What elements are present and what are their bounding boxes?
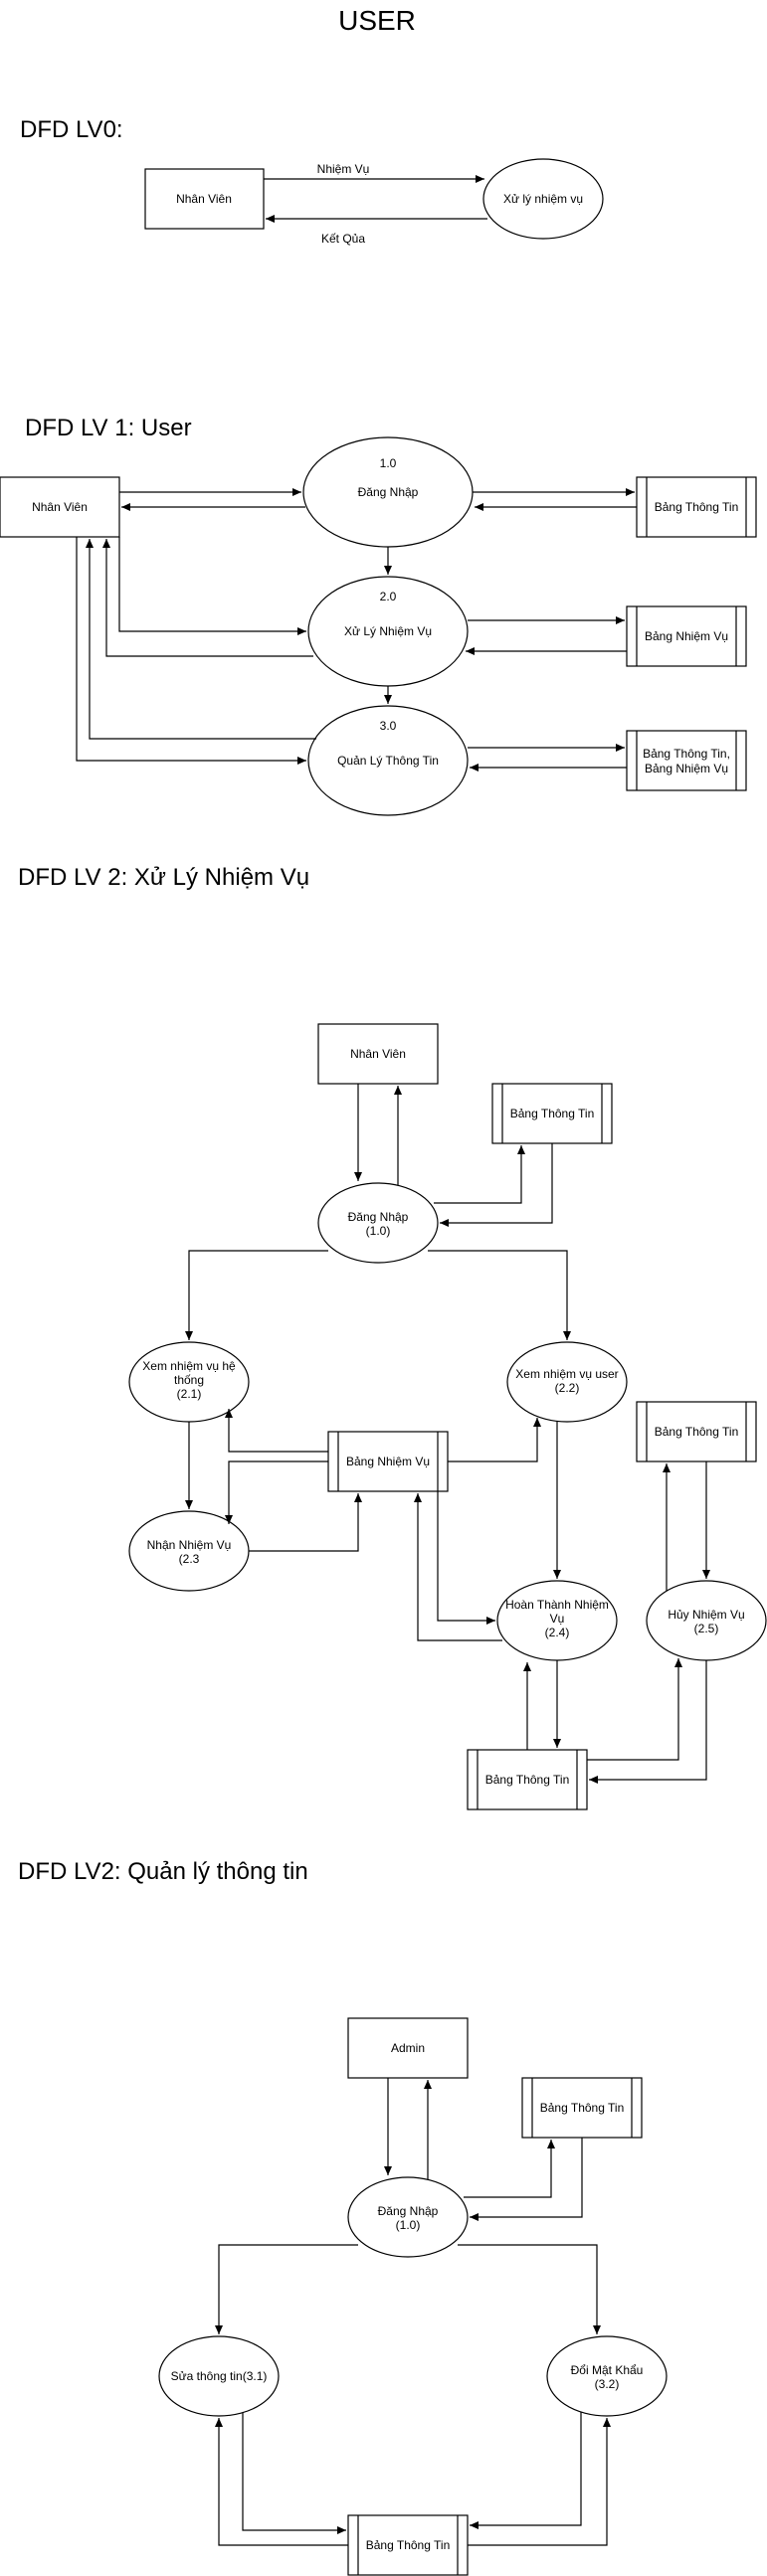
lv2a-p22-label-2: (2.2) [555, 1381, 580, 1395]
lv2a-flow-store-p23-b [225, 1460, 328, 1524]
lv2b-p31-label: Sửa thông tin(3.1) [171, 2369, 268, 2383]
lv2-info-diagram: Admin Bảng Thông Tin Đăng Nhập (1.0) Sửa… [158, 2017, 668, 2576]
lv0-flow-result-label: Kết Qủa [321, 232, 365, 246]
lv2b-flow-login-p32 [458, 2244, 601, 2334]
lv2b-flow-login-p31 [215, 2244, 358, 2334]
lv0-entity-box[interactable] [144, 168, 265, 230]
lv0-flow-task-label: Nhiệm Vụ [317, 162, 370, 176]
lv2b-p32-label-2: (3.2) [595, 2377, 620, 2391]
lv1-entity-box[interactable] [0, 476, 120, 538]
lv2a-store-tasks-label: Bảng Nhiệm Vụ [346, 1455, 430, 1468]
lv2b-process-login[interactable] [347, 2176, 469, 2258]
lv1-flow-info-entity [86, 539, 316, 740]
lv2b-entity-label: Admin [391, 2041, 425, 2055]
lv2a-login-label-2: (1.0) [366, 1224, 391, 1238]
lv1-process-info-name: Quản Lý Thông Tin [337, 754, 439, 768]
lv2a-flow-login-p22 [428, 1250, 571, 1340]
lv2b-process-edit-info[interactable] [158, 2335, 280, 2417]
lv1-flow-tasks-entity [102, 539, 313, 657]
lv2a-p21-label-3: (2.1) [177, 1387, 202, 1401]
lv1-store-both-label-1: Bảng Thông Tin, [643, 747, 730, 761]
lv2a-p23-label-1: Nhận Nhiệm Vụ [147, 1538, 232, 1552]
lv2b-flow-p32-store [470, 2412, 582, 2529]
lv0-process-label: Xử lý nhiệm vụ [503, 192, 583, 206]
lv2-tasks-diagram: Nhân Viên Bảng Thông Tin Đăng Nhập (1.0)… [128, 1023, 767, 1810]
lv2a-entity-label: Nhân Viên [350, 1047, 406, 1061]
lv2a-login-label-1: Đăng Nhập [348, 1210, 409, 1224]
lv2a-store-right[interactable] [636, 1401, 757, 1462]
lv1-entity-label: Nhân Viên [32, 500, 88, 514]
lv2b-store-top[interactable] [521, 2077, 643, 2139]
lv2a-flow-store-p21-a [225, 1409, 328, 1453]
lv2b-process-change-password[interactable] [546, 2335, 668, 2417]
lv1-diagram: Nhân Viên 1.0 Đăng Nhập 2.0 Xử Lý Nhiệm … [0, 436, 757, 816]
lv1-process-tasks-num: 2.0 [380, 590, 397, 603]
lv2b-flow-store-p32 [468, 2418, 611, 2546]
lv2a-flow-p23-store [249, 1493, 362, 1552]
lv2b-flow-p31-store [242, 2413, 346, 2534]
lv1-store-tasks-label: Bảng Nhiệm Vụ [645, 629, 728, 643]
lv1-store-both-label-2: Bảng Nhiệm Vụ [645, 762, 728, 775]
lv2a-p24-label-3: (2.4) [545, 1626, 570, 1639]
lv1-process-info-num: 3.0 [380, 719, 397, 733]
lv2b-flow-store-login [470, 2138, 583, 2221]
lv1-process-login-num: 1.0 [380, 456, 397, 470]
page-title: USER [338, 5, 416, 36]
lv2a-flow-p25-storebottom [589, 1660, 707, 1784]
lv2a-process-login[interactable] [317, 1182, 439, 1264]
lv2a-flow-storebottom-p25 [587, 1658, 682, 1761]
lv2a-p21-label-1: Xem nhiệm vụ hệ [142, 1359, 236, 1373]
lv0-process-ellipse[interactable] [482, 158, 604, 240]
lv2a-process-view-user[interactable] [506, 1341, 628, 1423]
lv2a-store-top[interactable] [491, 1083, 613, 1144]
lv1-flow-entity-info [76, 537, 306, 765]
lv2a-store-right-label: Bảng Thông Tin [655, 1425, 739, 1439]
lv2a-p22-label-1: Xem nhiệm vụ user [515, 1367, 618, 1381]
lv2a-flow-p24-store [414, 1493, 502, 1641]
lv2b-flow-store-p31 [215, 2418, 348, 2546]
lv1-process-info[interactable] [307, 705, 469, 816]
lv2a-flow-login-p21 [185, 1250, 328, 1340]
lv1-flow-entity-tasks [118, 537, 306, 635]
lv2a-p24-label-1: Hoàn Thành Nhiệm [505, 1598, 609, 1612]
lv2a-flow-store-p22 [448, 1418, 541, 1462]
lv1-store-info-label: Bảng Thông Tin [655, 500, 739, 514]
lv2a-p24-label-2: Vụ [550, 1612, 565, 1626]
lv2a-entity-box[interactable] [317, 1023, 439, 1085]
lv2b-store-bottom-label: Bảng Thông Tin [366, 2538, 451, 2552]
lv2a-p25-label-2: (2.5) [694, 1622, 719, 1635]
lv2b-flow-login-store [464, 2140, 555, 2198]
section-title-lv0: DFD LV0: [20, 116, 123, 143]
lv2a-store-bottom[interactable] [467, 1749, 588, 1810]
lv0-diagram: Nhân Viên Xử lý nhiệm vụ Nhiệm Vụ Kết Qủ… [144, 158, 604, 246]
lv2a-store-bottom-label: Bảng Thông Tin [485, 1773, 570, 1787]
lv1-process-tasks-name: Xử Lý Nhiệm Vụ [344, 624, 432, 638]
lv2a-p21-label-2: thống [174, 1373, 204, 1387]
lv2b-entity-box[interactable] [347, 2017, 469, 2079]
lv2a-flow-store-login [440, 1143, 553, 1227]
lv0-entity-label: Nhân Viên [176, 192, 232, 206]
lv1-process-login-name: Đăng Nhập [358, 485, 419, 499]
lv2a-store-top-label: Bảng Thông Tin [510, 1107, 595, 1120]
section-title-lv2-tasks: DFD LV 2: Xử Lý Nhiệm Vụ [18, 864, 309, 891]
lv1-store-both[interactable] [626, 730, 747, 791]
lv2b-login-label-1: Đăng Nhập [378, 2204, 439, 2218]
lv2b-store-top-label: Bảng Thông Tin [540, 2101, 625, 2115]
lv2a-p23-label-2: (2.3 [179, 1552, 200, 1566]
lv2a-flow-login-store [434, 1145, 525, 1204]
lv1-store-tasks[interactable] [626, 605, 747, 667]
lv2b-p32-label-1: Đổi Mật Khẩu [571, 2363, 644, 2377]
lv2a-p25-label-1: Hủy Nhiệm Vụ [668, 1608, 744, 1622]
section-title-lv2-info: DFD LV2: Quản lý thông tin [18, 1858, 308, 1885]
lv2a-flow-store-p24 [437, 1491, 495, 1625]
section-title-lv1: DFD LV 1: User [25, 415, 192, 441]
lv2b-login-label-2: (1.0) [396, 2218, 421, 2232]
lv1-store-info[interactable] [636, 476, 757, 538]
lv2b-store-bottom[interactable] [347, 2514, 469, 2576]
